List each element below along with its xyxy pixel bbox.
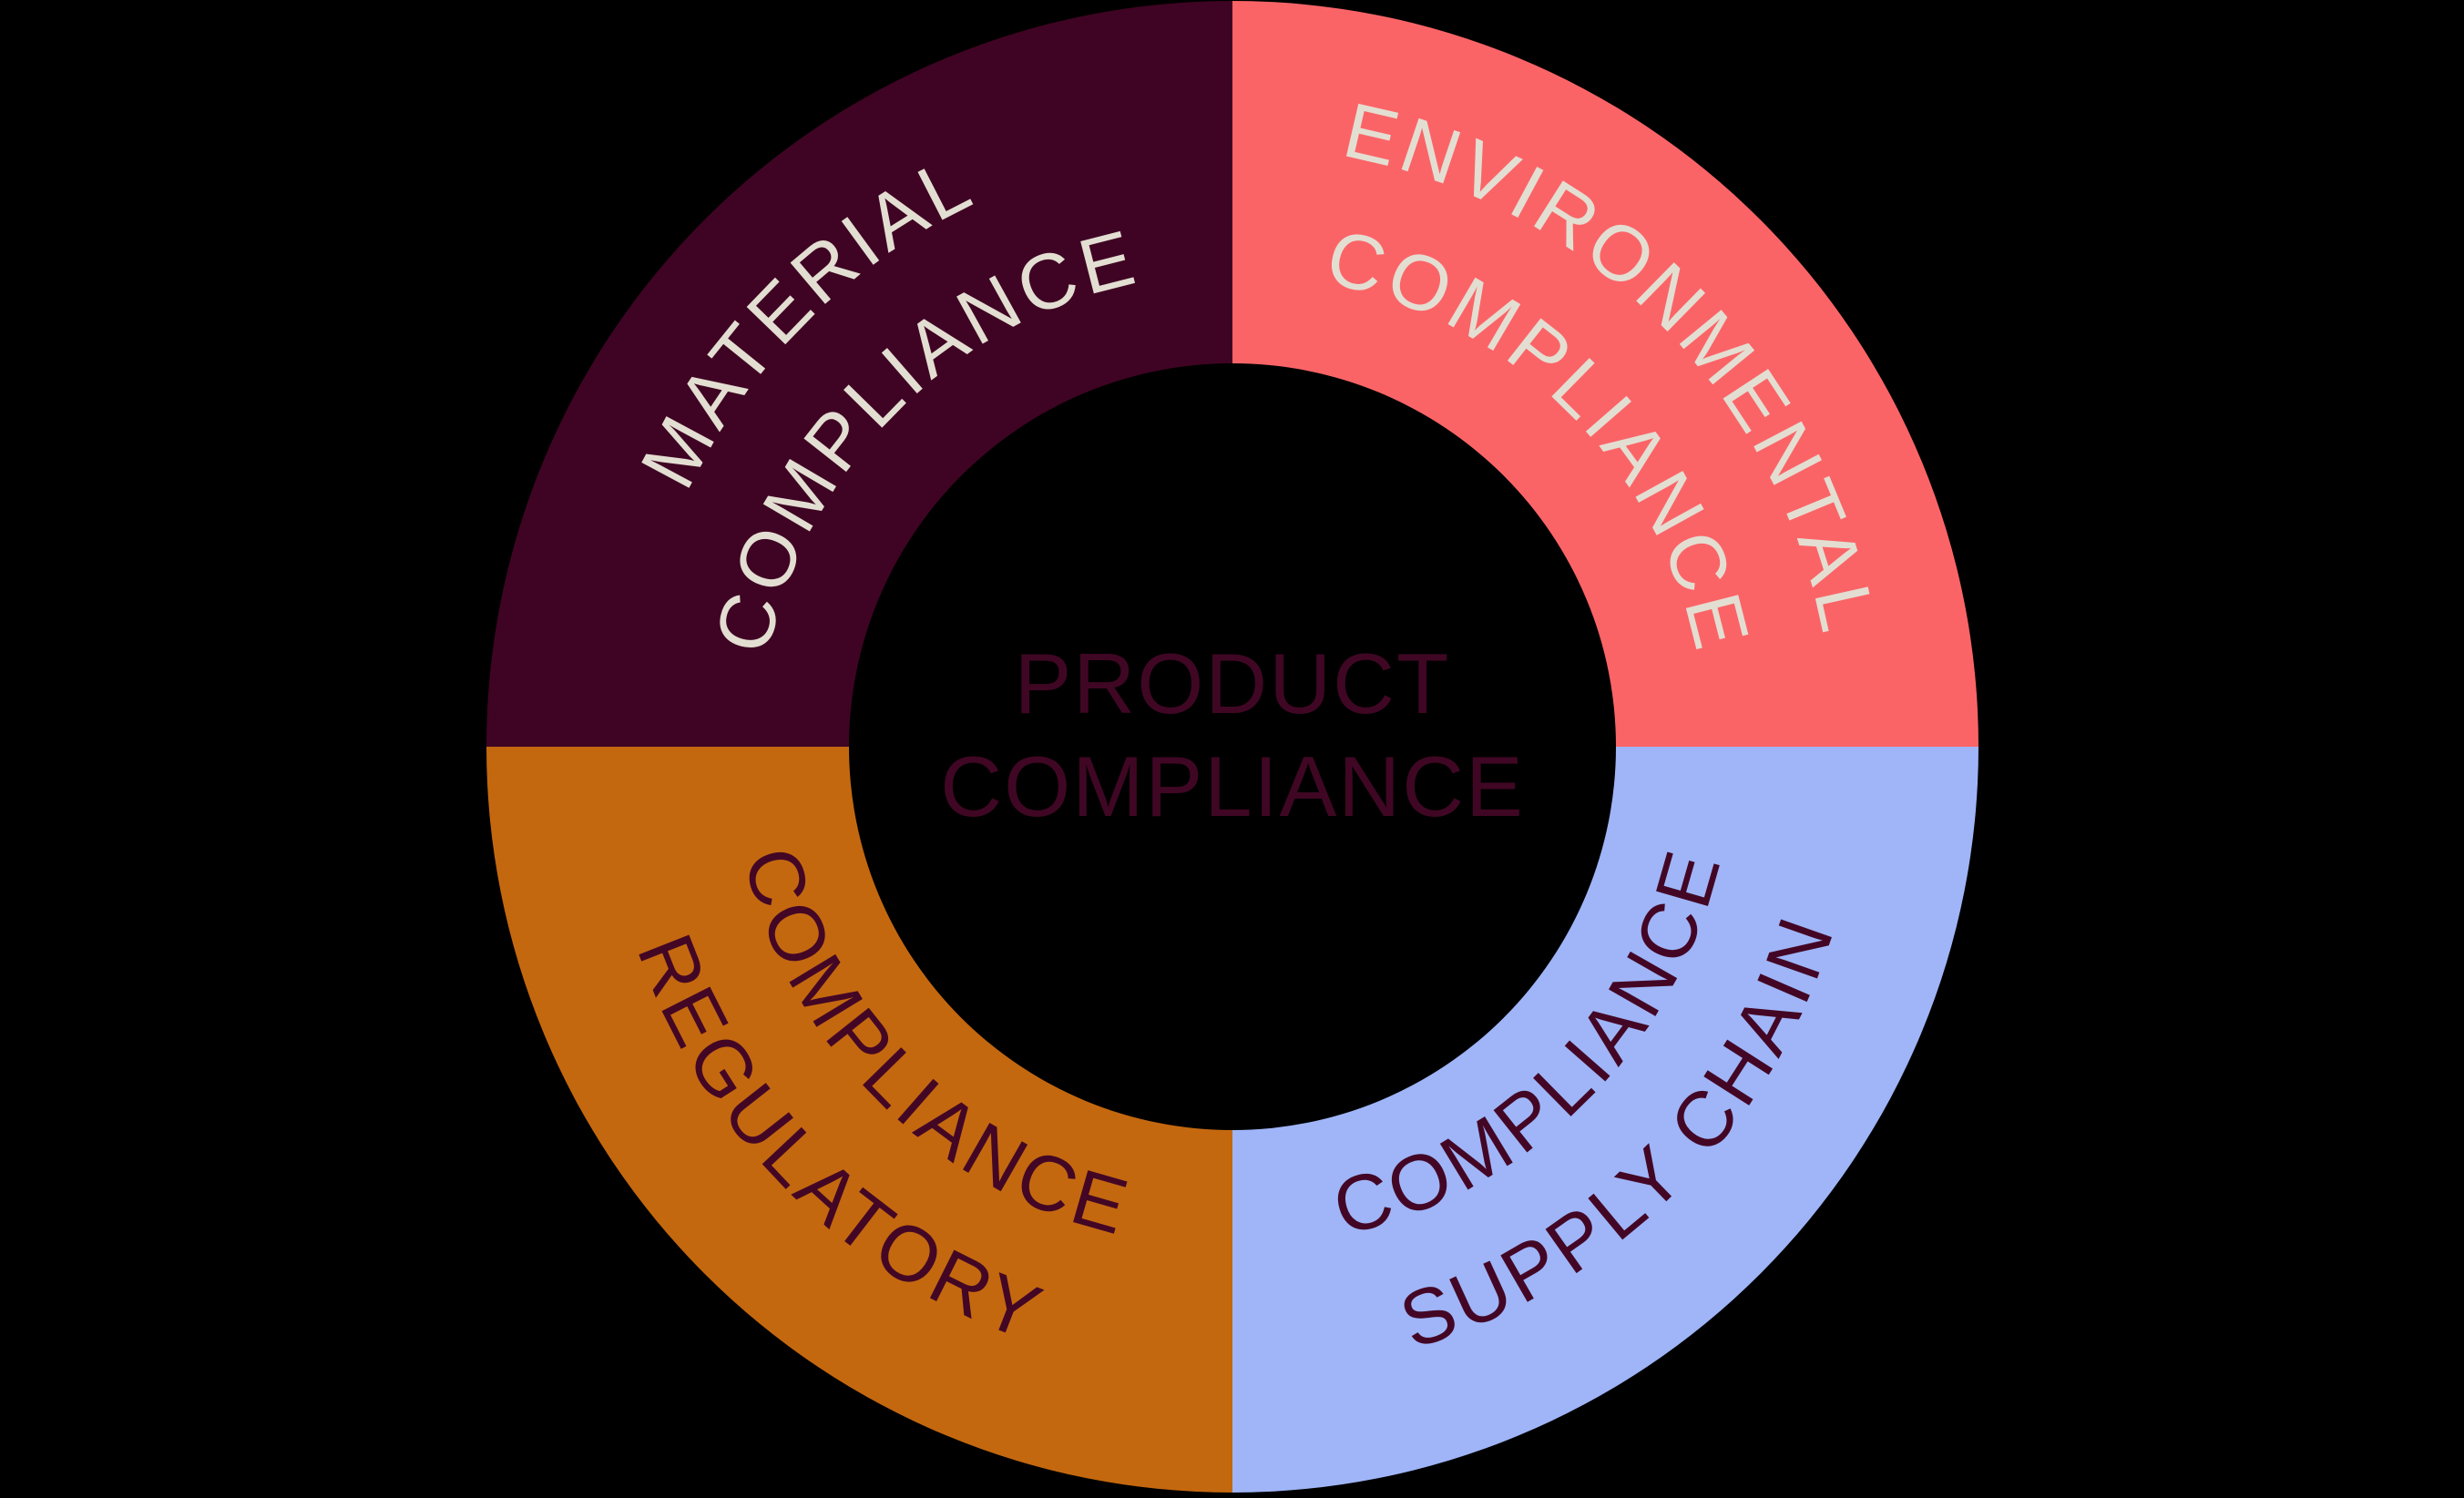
center-title-line2: COMPLIANCE [940, 739, 1525, 834]
center-title-line1: PRODUCT [1015, 636, 1451, 731]
segment-regulatory-compliance [486, 747, 1232, 1493]
segment-environmental-compliance [1232, 1, 1978, 747]
segment-supply-chain-compliance [1232, 747, 1978, 1493]
segment-material-compliance [486, 1, 1232, 747]
